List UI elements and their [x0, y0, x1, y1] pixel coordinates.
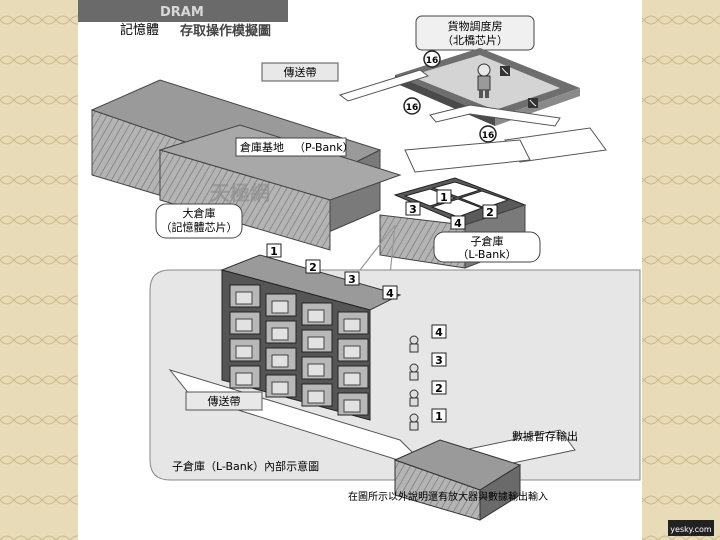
cargo-box	[344, 373, 360, 385]
cargo-box	[272, 382, 288, 394]
badge-16: 16	[480, 126, 496, 142]
svg-text:1: 1	[440, 191, 448, 204]
row-number-4: 4	[432, 325, 446, 339]
cargo-box	[272, 355, 288, 367]
svg-text:4: 4	[386, 287, 394, 300]
left-border	[0, 0, 78, 540]
cargo-box	[308, 391, 324, 403]
svg-text:1: 1	[435, 410, 443, 423]
svg-text:2: 2	[435, 382, 443, 395]
row-number-1: 1	[432, 409, 446, 423]
bottom-note: 在圖所示以外說明還有放大器與數據輸出輸入	[348, 490, 548, 503]
svg-text:4: 4	[435, 326, 443, 339]
cargo-box	[272, 328, 288, 340]
cargo-box	[344, 400, 360, 412]
svg-text:3: 3	[348, 273, 356, 286]
badge-16: 16	[424, 51, 440, 67]
cargo-box	[236, 373, 252, 385]
cargo-room-label: 貨物調度房	[448, 19, 503, 33]
header-cut-title: DRAM	[160, 5, 204, 20]
row-number-3: 3	[432, 353, 446, 367]
bank-number-3: 3	[406, 202, 420, 216]
big-warehouse-sublabel: （記憶體芯片）	[161, 220, 238, 234]
conveyor-bottom-label: 傳送帶	[208, 394, 241, 408]
big-warehouse-label: 大倉庫	[183, 206, 216, 220]
cargo-box	[308, 364, 324, 376]
cargo-room-sublabel: （北橋芯片）	[442, 33, 508, 47]
cargo-box	[236, 319, 252, 331]
column-number-1: 1	[267, 244, 281, 258]
cargo-box	[344, 319, 360, 331]
cargo-box	[236, 292, 252, 304]
diagram-caption: 子倉庫（L-Bank）內部示意圖	[172, 459, 319, 473]
cargo-box	[344, 346, 360, 358]
bank-number-4: 4	[451, 216, 465, 230]
warehouse-base-sublabel: （P-Bank）	[294, 141, 354, 154]
svg-text:2: 2	[486, 206, 494, 219]
svg-text:16: 16	[482, 131, 495, 141]
cargo-box	[272, 301, 288, 313]
logo: yesky.com	[670, 525, 712, 534]
cargo-box	[236, 346, 252, 358]
svg-text:1: 1	[270, 245, 278, 258]
svg-text:3: 3	[435, 354, 443, 367]
svg-text:4: 4	[454, 217, 462, 230]
cargo-box	[308, 310, 324, 322]
title-prefix: 記憶體	[120, 22, 159, 38]
sense-note: 數據暫存輸出	[512, 429, 578, 443]
right-border	[642, 0, 720, 540]
column-number-2: 2	[306, 260, 320, 274]
cargo-box	[308, 337, 324, 349]
sub-warehouse-sublabel: （L-Bank）	[457, 248, 516, 261]
conveyor-top-label: 傳送帶	[284, 65, 317, 79]
svg-text:16: 16	[406, 103, 419, 113]
page-title: 存取操作模擬圖	[180, 23, 271, 39]
svg-text:2: 2	[309, 261, 317, 274]
column-number-4: 4	[383, 286, 397, 300]
bank-number-2: 2	[483, 205, 497, 219]
column-number-3: 3	[345, 272, 359, 286]
badge-16: 16	[404, 98, 420, 114]
svg-text:16: 16	[426, 56, 439, 66]
watermark: 天極網	[210, 181, 270, 205]
row-number-2: 2	[432, 381, 446, 395]
phone-icon	[500, 66, 510, 76]
warehouse-base-label: 倉庫基地	[240, 140, 284, 154]
sub-warehouse-label: 子倉庫	[471, 234, 504, 248]
phone-icon	[528, 98, 538, 108]
svg-text:3: 3	[409, 203, 417, 216]
bank-number-1: 1	[437, 190, 451, 204]
